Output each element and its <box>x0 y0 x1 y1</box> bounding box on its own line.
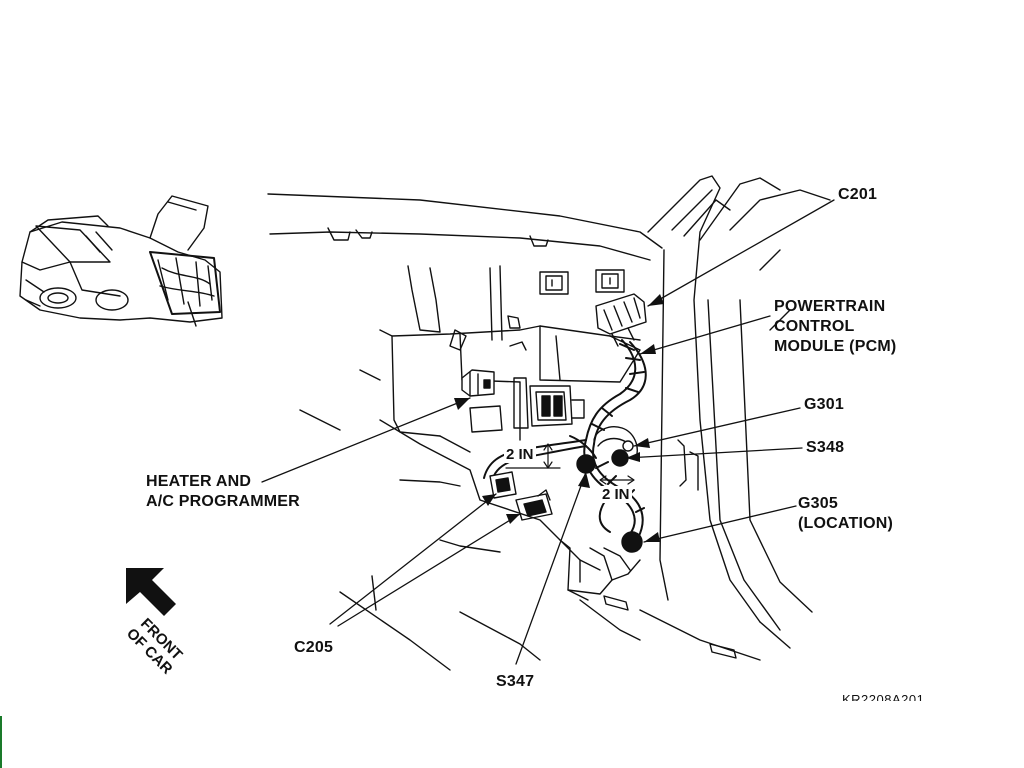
leader-heater <box>261 397 471 483</box>
label-g305-location: (LOCATION) <box>798 515 894 532</box>
car-inset-view <box>19 195 223 327</box>
center-connector-block <box>529 385 585 427</box>
dimension-label-horizontal: 2 IN <box>600 486 632 503</box>
leader-c201 <box>647 199 835 307</box>
figure-code: KR2208A201 <box>842 692 925 701</box>
label-pcm-line3: MODULE (PCM) <box>774 338 897 355</box>
label-heater-line1: HEATER AND <box>146 473 252 490</box>
g305-ground-point <box>621 531 643 553</box>
heater-ac-programmer <box>461 369 503 433</box>
label-s348: S348 <box>806 439 845 456</box>
leader-g301 <box>633 407 801 447</box>
label-pcm-line1: POWERTRAIN <box>774 298 886 315</box>
front-arrow-icon <box>126 568 176 616</box>
leader-g305 <box>643 505 797 543</box>
leader-s347 <box>515 471 587 665</box>
label-c205: C205 <box>294 639 334 656</box>
label-g301: G301 <box>804 396 844 413</box>
leader-c205-a <box>329 493 497 625</box>
pcm-connector-c201 <box>595 293 647 347</box>
dimension-label-vertical: 2 IN <box>504 446 536 463</box>
label-g305: G305 <box>798 495 838 512</box>
leader-pcm <box>639 315 771 355</box>
label-heater-line2: A/C PROGRAMMER <box>146 493 300 510</box>
leader-s348 <box>625 447 803 459</box>
label-pcm-line2: CONTROL <box>774 318 855 335</box>
leader-lines <box>261 199 835 665</box>
s347-splice-point <box>576 454 596 474</box>
dimension-marker-vertical <box>505 443 561 469</box>
label-s347: S347 <box>496 673 535 690</box>
leader-c205-b <box>337 513 521 627</box>
window-edge-marker <box>0 716 2 768</box>
dimension-marker-horizontal <box>599 475 635 485</box>
label-c201: C201 <box>838 186 878 203</box>
c205-connectors <box>489 471 553 521</box>
wiring-harness <box>483 339 647 539</box>
g301-ground-point <box>622 440 634 452</box>
